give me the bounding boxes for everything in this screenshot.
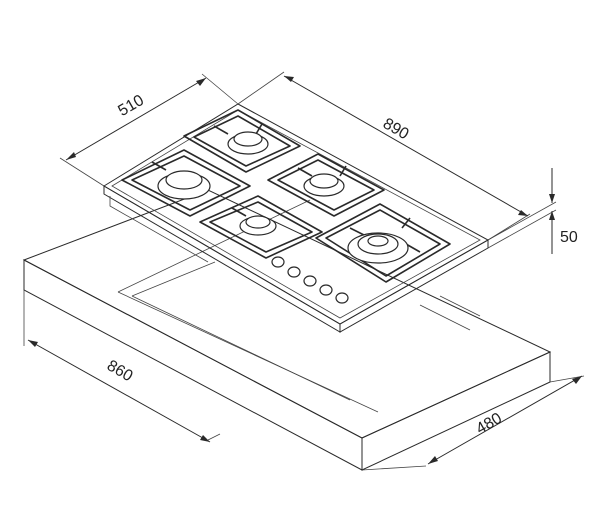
label-cutout-width: 860 [104,357,136,385]
burner-left [157,170,211,200]
grates [121,109,451,283]
burner-back-left [227,131,269,155]
burner-front-center [239,215,277,236]
burner-back-right [303,173,345,197]
label-hob-height: 50 [560,229,578,246]
label-cutout-depth: 480 [473,410,505,438]
dim-cutout-width: 860 [23,290,221,443]
knob-1 [271,256,285,268]
countertop-block [22,189,552,471]
burners [157,131,409,264]
label-hob-width: 890 [380,115,412,143]
dim-hob-height: 50 [487,168,578,254]
dim-hob-depth: 510 [59,73,239,187]
burner-wok [347,232,409,264]
knob-4 [319,284,333,296]
control-knobs [271,256,349,304]
knob-2 [287,266,301,278]
knob-5 [335,292,349,304]
knob-3 [303,275,317,287]
